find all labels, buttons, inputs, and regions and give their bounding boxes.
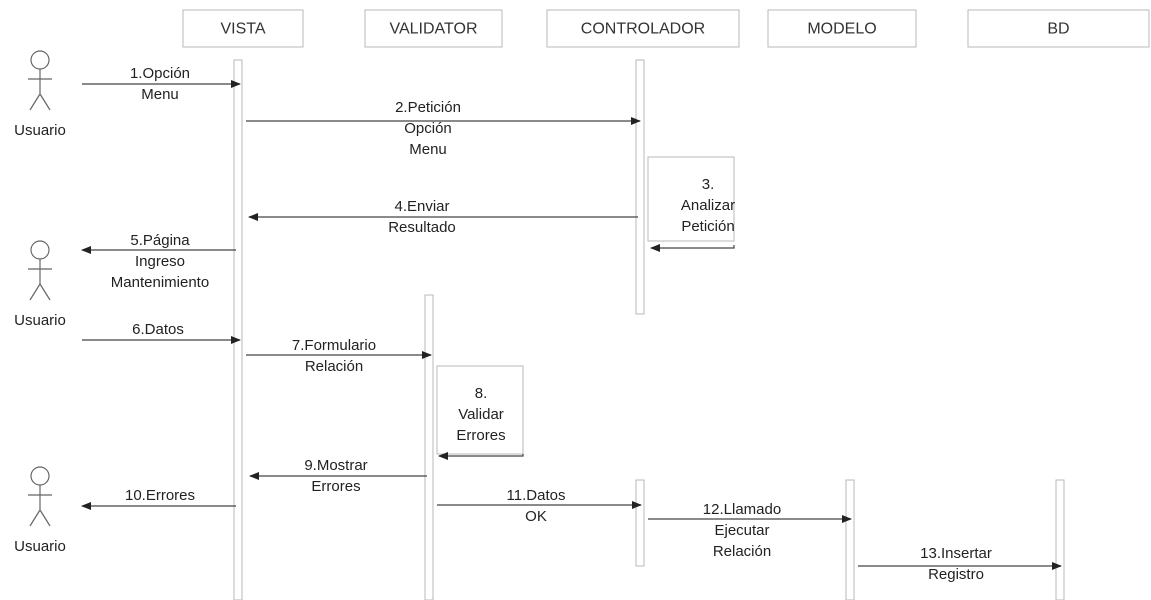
message-label-line: 6.Datos xyxy=(132,321,184,338)
message-label-line: Errores xyxy=(456,427,505,444)
lifelines-layer xyxy=(233,59,1065,600)
message-label-line: Analizar xyxy=(681,197,735,214)
message-label-line: Menu xyxy=(409,141,447,158)
participant-box xyxy=(182,9,304,48)
self-message-box-m8 xyxy=(436,365,524,455)
message-label-line: 13.Insertar xyxy=(920,545,992,562)
lifeline-controlador-1 xyxy=(635,59,645,315)
participant-validator: VALIDATOR xyxy=(364,9,503,48)
actor-label: Usuario xyxy=(14,122,66,139)
message-label-line: 12.Llamado xyxy=(703,501,781,518)
messages-layer: 1.OpciónMenu2.PeticiónOpciónMenu3.Analiz… xyxy=(81,65,1062,583)
participant-box xyxy=(364,9,503,48)
message-label-line: 8. xyxy=(475,385,488,402)
message-label-line: Relación xyxy=(305,358,363,375)
participant-box xyxy=(767,9,917,48)
message-label-line: Petición xyxy=(681,218,734,235)
message-arrow xyxy=(650,244,735,252)
actor-usuario-2: Usuario xyxy=(14,240,66,329)
actor-figure-icon xyxy=(28,50,52,111)
message-arrow xyxy=(438,452,524,460)
participant-label: MODELO xyxy=(807,21,876,38)
participant-label: VISTA xyxy=(220,21,265,38)
message-label-line: Menu xyxy=(141,86,179,103)
message-label-line: 11.Datos xyxy=(507,487,566,504)
actor-usuario-1: Usuario xyxy=(14,50,66,139)
lifeline-validator xyxy=(424,294,434,600)
actor-label: Usuario xyxy=(14,538,66,555)
message-label-line: 7.Formulario xyxy=(292,337,376,354)
actor-usuario-3: Usuario xyxy=(14,466,66,555)
message-label-line: Opción xyxy=(404,120,452,137)
participant-bd: BD xyxy=(967,9,1150,48)
message-label-line: OK xyxy=(525,508,547,525)
message-label-line: Validar xyxy=(458,406,504,423)
participant-vista: VISTA xyxy=(182,9,304,48)
message-label-line: 5.Página xyxy=(130,232,190,249)
message-label-line: 4.Enviar xyxy=(394,198,449,215)
lifeline-controlador-2 xyxy=(635,479,645,567)
message-label-line: 2.Petición xyxy=(395,99,461,116)
message-label-line: Relación xyxy=(713,543,771,560)
message-label-line: Ingreso xyxy=(135,253,185,270)
message-label-line: Ejecutar xyxy=(714,522,769,539)
lifeline-vista xyxy=(233,59,243,600)
message-label-line: 9.Mostrar xyxy=(304,457,367,474)
participant-box xyxy=(546,9,740,48)
participant-label: VALIDATOR xyxy=(389,21,477,38)
actor-label: Usuario xyxy=(14,312,66,329)
message-label-line: 3. xyxy=(702,176,715,193)
participant-controlador: CONTROLADOR xyxy=(546,9,740,48)
message-label-line: 1.Opción xyxy=(130,65,190,82)
self-message-box-m3 xyxy=(647,156,735,242)
message-label-line: Mantenimiento xyxy=(111,274,209,291)
participants-layer: VISTA VALIDATOR CONTROLADOR MODELO BD xyxy=(182,9,1150,48)
lifeline-modelo xyxy=(845,479,855,600)
actor-figure-icon xyxy=(28,466,52,527)
participant-box xyxy=(967,9,1150,48)
message-m10: 10.Errores xyxy=(81,487,236,510)
message-label-line: 10.Errores xyxy=(125,487,195,504)
participant-label: BD xyxy=(1047,21,1069,38)
participant-label: CONTROLADOR xyxy=(581,21,705,38)
actor-figure-icon xyxy=(28,240,52,301)
message-label-line: Errores xyxy=(311,478,360,495)
lifeline-bd xyxy=(1055,479,1065,600)
message-label-line: Resultado xyxy=(388,219,456,236)
message-m6: 6.Datos xyxy=(82,321,241,344)
participant-modelo: MODELO xyxy=(767,9,917,48)
message-label-line: Registro xyxy=(928,566,984,583)
self-message-boxes-layer xyxy=(436,156,735,455)
